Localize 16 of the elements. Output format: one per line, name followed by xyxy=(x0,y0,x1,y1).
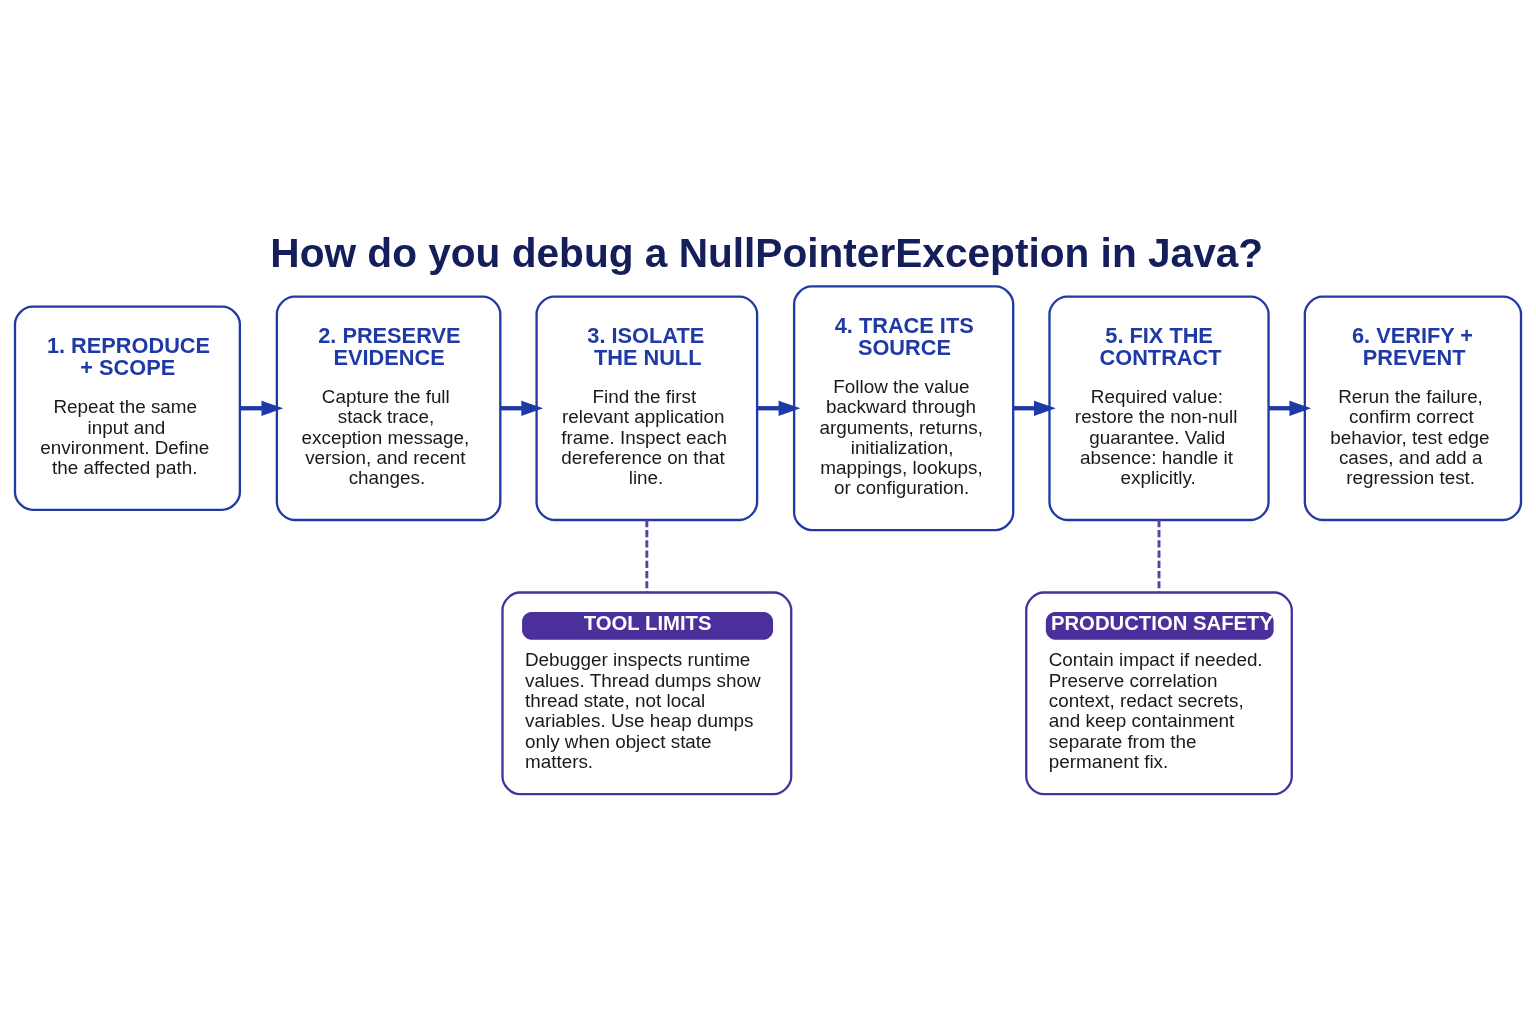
node-box: 1. REPRODUCE + SCOPE Repeat the same input and environment. Define the affected path. xyxy=(13,305,242,511)
node-box: 5. FIX THE CONTRACT Required value: restore the non-null guarantee. Valid absence: handle it explicitly. xyxy=(1048,295,1270,522)
arrow xyxy=(240,400,284,416)
arrow xyxy=(500,400,544,416)
node-box: 2. PRESERVE EVIDENCE Capture the full stack trace, exception message, version, and recent changes. xyxy=(275,295,502,522)
connector xyxy=(645,520,649,593)
connector xyxy=(1157,520,1161,593)
diagram-title: How do you debug a NullPointerException in Java? xyxy=(270,229,1264,276)
node-box: 4. TRACE ITS SOURCE Follow the value backward through arguments, returns, initialization, mappings, lookups, or configuration. xyxy=(792,285,1015,532)
arrow xyxy=(757,400,801,416)
node-box: TOOL LIMITS Debugger inspects runtime values. Thread dumps show thread state, not local variables. Use heap dumps only when object state matters. xyxy=(501,591,793,796)
node-box: 3. ISOLATE THE NULL Find the first relevant application frame. Inspect each dereference on that line. xyxy=(535,295,759,522)
node-box: 6. VERIFY + PREVENT Rerun the failure, confirm correct behavior, test edge cases, and add a regression test. xyxy=(1303,295,1523,522)
node-box: PRODUCTION SAFETY Contain impact if needed. Preserve correlation context, redact secrets, and keep containment separate from the permanent fix. xyxy=(1025,591,1293,796)
arrow xyxy=(1268,400,1312,416)
arrow xyxy=(1013,400,1056,416)
